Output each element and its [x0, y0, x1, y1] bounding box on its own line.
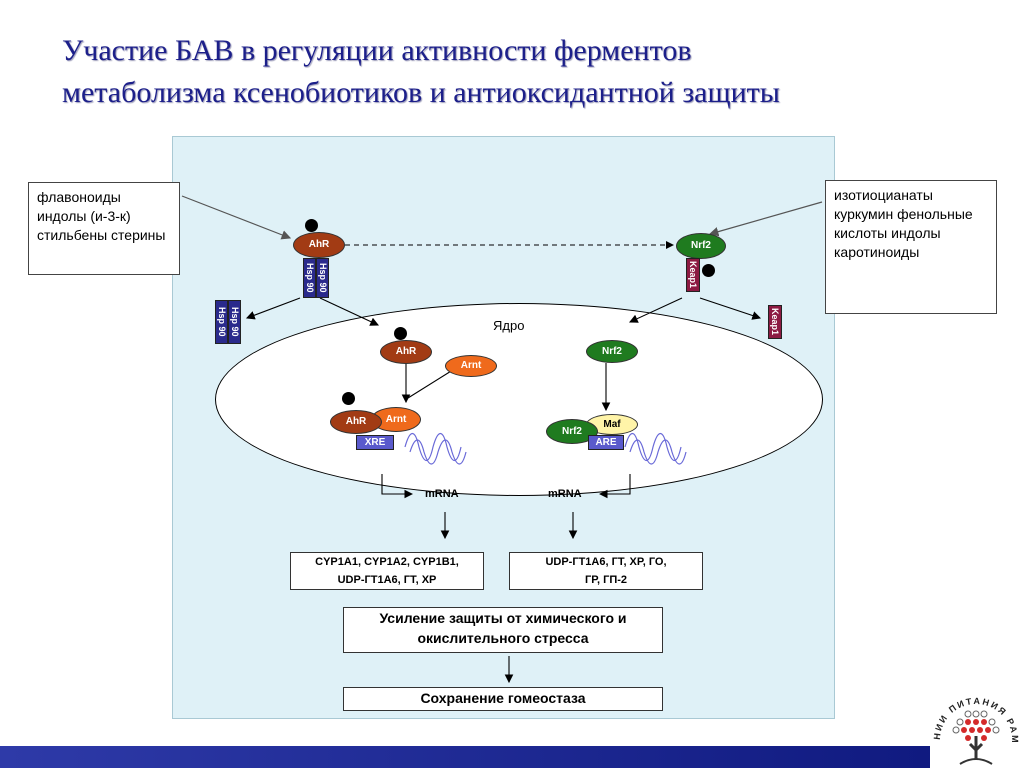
enzymes-ahr-line-1: CYP1A1, CYP1A2, CYP1B1,: [315, 556, 459, 568]
inducer-text: индолы: [891, 225, 941, 241]
stress-protection-line-1: Усиление защиты от химического и: [379, 610, 627, 626]
enzymes-ahr-box: CYP1A1, CYP1A2, CYP1B1, UDP-ГТ1A6, ГТ, Х…: [290, 552, 484, 590]
xre-element: XRE: [356, 435, 394, 450]
ligand-text: флавоноиды: [37, 189, 121, 205]
mrna-label-right: mRNA: [548, 488, 582, 500]
inducer-text: изотиоцианаты: [834, 187, 933, 203]
keap1-released: Keap1: [768, 305, 782, 339]
hsp90-released: Hsp 90: [215, 300, 228, 344]
ligand-text: индолы (и-3-к): [37, 208, 131, 224]
ahr-nucleus: AhR: [380, 340, 432, 364]
ahr-cytoplasm: AhR: [293, 232, 345, 258]
nucleus-ellipse: [215, 303, 823, 496]
inducer-text: куркумин: [834, 206, 894, 222]
institute-logo: НИИ ПИТАНИЯ РАМН: [930, 680, 1020, 765]
ligand-dot: [305, 219, 318, 232]
inducer-text: фенольные: [897, 206, 973, 222]
ahr-bound: AhR: [330, 410, 382, 434]
inducer-text: каротиноиды: [834, 244, 920, 260]
nrf2-inducers-box: изотиоцианаты куркумин фенольные кислоты…: [825, 180, 997, 314]
stress-protection-box: Усиление защиты от химического и окислит…: [343, 607, 663, 653]
slide-title: Участие БАВ в регуляции активности ферме…: [62, 30, 962, 114]
inducer-text: кислоты: [834, 225, 888, 241]
enzymes-nrf2-box: UDP-ГТ1A6, ГТ, ХР, ГО, ГР, ГП-2: [509, 552, 703, 590]
svg-text:НИИ ПИТАНИЯ РАМН: НИИ ПИТАНИЯ РАМН: [930, 680, 1020, 745]
mrna-label-left: mRNA: [425, 488, 459, 500]
slide-title-line-1: Участие БАВ в регуляции активности ферме…: [62, 34, 692, 67]
inducer-dot: [702, 264, 715, 277]
keap1-bar: Keap1: [686, 258, 700, 292]
ligand-dot: [394, 327, 407, 340]
homeostasis-box: Сохранение гомеостаза: [343, 687, 663, 711]
ligand-dot: [342, 392, 355, 405]
ligand-text: стерины: [111, 227, 166, 243]
nrf2-cytoplasm: Nrf2: [676, 233, 726, 259]
enzymes-nrf2-line-1: UDP-ГТ1A6, ГТ, ХР, ГО,: [545, 556, 667, 568]
hsp90-released: Hsp 90: [228, 300, 241, 344]
hsp90-bar: Hsp 90: [316, 258, 329, 298]
ahr-ligands-box: флавоноиды индолы (и-3-к) стильбены стер…: [28, 182, 180, 275]
slide-title-line-2: метаболизма ксенобиотиков и антиоксидант…: [62, 76, 780, 109]
arnt-nucleus: Arnt: [445, 355, 497, 377]
logo-text: НИИ ПИТАНИЯ РАМН: [930, 680, 1018, 745]
footer-bar: [0, 746, 930, 768]
ligand-text: стильбены: [37, 227, 108, 243]
nucleus-label: Ядро: [493, 318, 525, 333]
enzymes-ahr-line-2: UDP-ГТ1A6, ГТ, ХР: [337, 574, 437, 586]
hsp90-bar: Hsp 90: [303, 258, 316, 298]
stress-protection-line-2: окислительного стресса: [417, 630, 589, 646]
enzymes-nrf2-line-2: ГР, ГП-2: [584, 574, 628, 586]
nrf2-nucleus: Nrf2: [586, 340, 638, 363]
are-element: ARE: [588, 435, 624, 450]
